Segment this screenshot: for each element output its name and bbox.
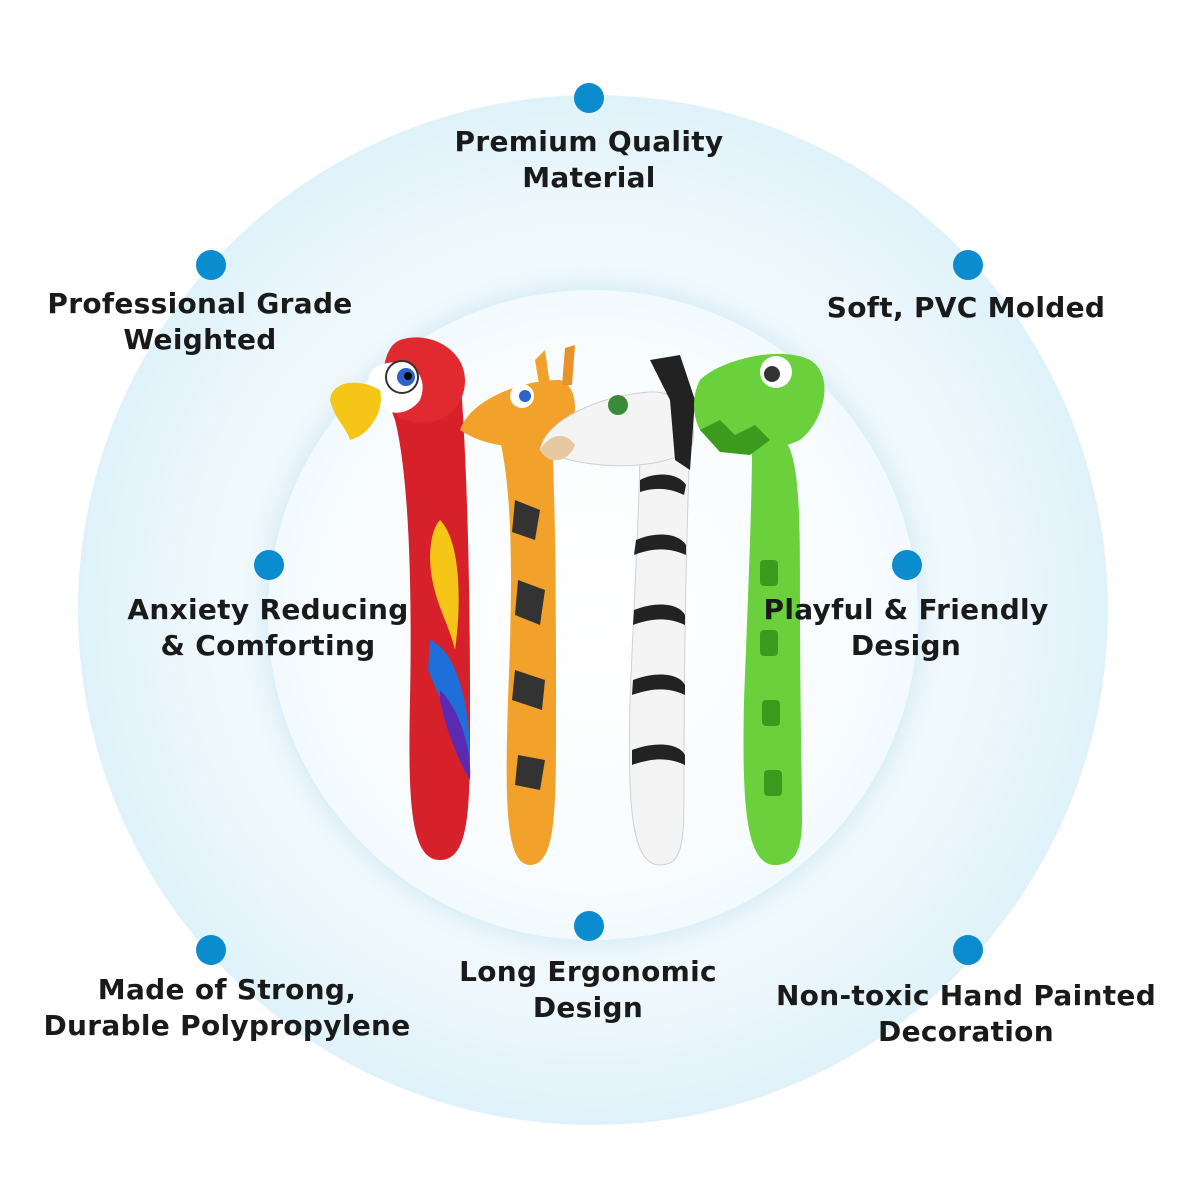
feature-line: Premium Quality [454,125,724,158]
feature-professional-grade: Professional Grade Weighted [47,286,352,358]
feature-line: Soft, PVC Molded [826,291,1106,324]
feature-line: Design [532,991,644,1024]
bullet-dot [574,911,604,941]
feature-playful-friendly: Playful & Friendly Design [764,592,1049,664]
feature-line: Professional Grade [47,287,353,320]
bullet-dot [953,250,983,280]
bullet-dot [574,83,604,113]
zebra-hammer [539,355,695,866]
feature-line: Long Ergonomic [459,955,717,988]
feature-premium-quality: Premium Quality Material [455,124,724,196]
feature-line: Weighted [123,323,277,356]
feature-long-ergonomic: Long Ergonomic Design [459,954,717,1026]
bullet-dot [953,935,983,965]
dinosaur-hammer [694,353,825,865]
bullet-dot [196,250,226,280]
giraffe-hammer [460,345,575,865]
feature-soft-pvc: Soft, PVC Molded [827,290,1105,326]
bullet-dot [254,550,284,580]
feature-line: Durable Polypropylene [43,1009,411,1042]
bullet-dot [892,550,922,580]
parrot-hammer [330,337,471,860]
feature-line: Anxiety Reducing [127,593,409,626]
feature-line: Material [522,161,656,194]
bullet-dot [196,935,226,965]
feature-line: Made of Strong, [97,973,357,1006]
feature-line: Non-toxic Hand Painted [775,979,1157,1012]
feature-line: & Comforting [160,629,376,662]
feature-strong-durable: Made of Strong, Durable Polypropylene [43,972,410,1044]
feature-anxiety-reducing: Anxiety Reducing & Comforting [127,592,408,664]
feature-line: Decoration [878,1015,1054,1048]
feature-non-toxic: Non-toxic Hand Painted Decoration [776,978,1156,1050]
feature-line: Playful & Friendly [763,593,1049,626]
feature-line: Design [850,629,962,662]
